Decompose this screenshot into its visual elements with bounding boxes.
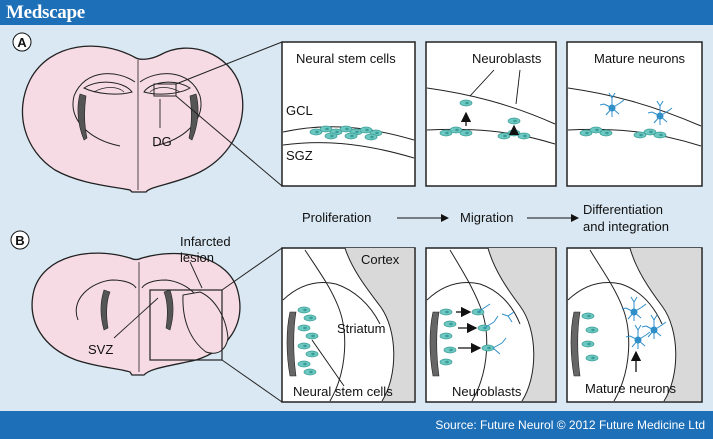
panel-a-label: A: [12, 32, 32, 52]
box-a3-mature-neurons: [566, 41, 703, 187]
neurogenesis-diagram: A DG: [10, 32, 703, 403]
step-proliferation: Proliferation: [302, 210, 371, 225]
header-bar: Medscape: [0, 0, 713, 25]
lesion-label-line2: lesion: [180, 250, 214, 265]
svz-label: SVZ: [88, 342, 113, 357]
box-b3-mature-neurons: [566, 247, 703, 403]
panel-b-label: B: [10, 230, 30, 250]
gcl-label: GCL: [286, 103, 313, 118]
step-integration: and integration: [583, 219, 669, 234]
box-a2-title: Neuroblasts: [472, 51, 542, 66]
svg-text:B: B: [15, 233, 24, 248]
box-b1-caption: Neural stem cells: [293, 384, 393, 399]
box-b2-neuroblasts: [425, 247, 557, 403]
striatum-label: Striatum: [337, 321, 385, 336]
footer-bar: Source: Future Neurol © 2012 Future Medi…: [0, 411, 713, 439]
lesion-label-line1: Infarcted: [180, 234, 231, 249]
box-a3-title: Mature neurons: [594, 51, 686, 66]
medscape-logo[interactable]: Medscape: [6, 2, 85, 23]
box-b3-caption: Mature neurons: [585, 381, 677, 396]
svg-text:A: A: [17, 35, 27, 50]
dg-label: DG: [152, 134, 172, 149]
box-b1-neural-stem-cells: [281, 247, 416, 403]
source-credit: Source: Future Neurol © 2012 Future Medi…: [435, 418, 705, 432]
brain-section-a: [21, 41, 283, 193]
box-a2-neuroblasts: [425, 41, 557, 187]
box-b2-caption: Neuroblasts: [452, 384, 522, 399]
box-a1-title: Neural stem cells: [296, 51, 396, 66]
brain-section-b: [31, 247, 283, 403]
cortex-label: Cortex: [361, 252, 400, 267]
sgz-label: SGZ: [286, 148, 313, 163]
step-differentiation: Differentiation: [583, 202, 663, 217]
box-a1-neural-stem-cells: [281, 41, 416, 187]
step-migration: Migration: [460, 210, 513, 225]
